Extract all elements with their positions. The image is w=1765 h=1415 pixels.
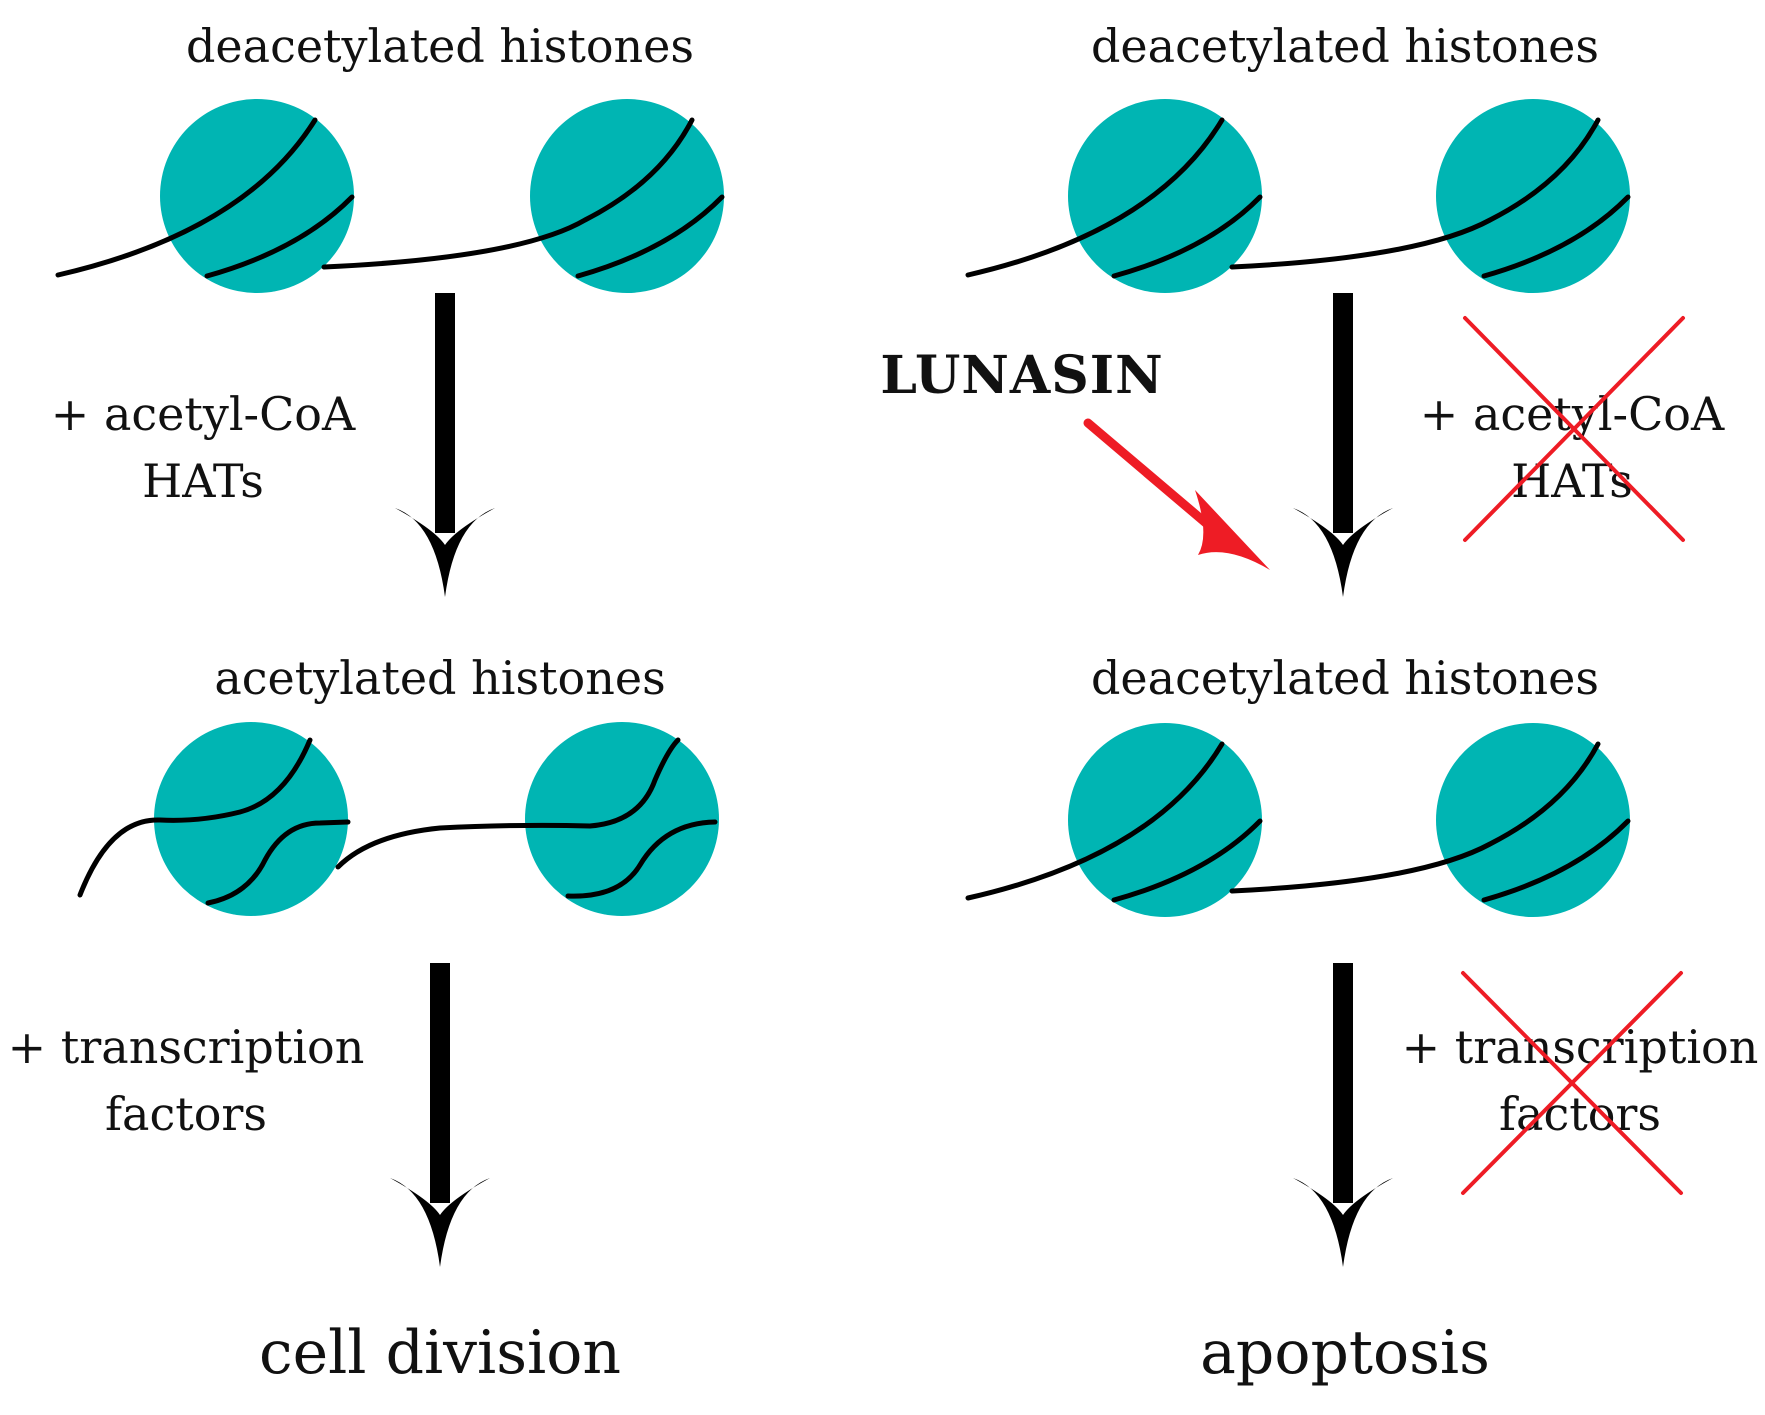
left-step1-line2: HATs xyxy=(142,454,264,508)
dna-linker xyxy=(321,117,695,270)
left-step2-line1: + transcription xyxy=(8,1020,365,1074)
dna-linker xyxy=(1229,117,1601,270)
dna-strand xyxy=(965,741,1225,901)
right-step1-blocked: + acetyl-CoA HATs xyxy=(1420,316,1725,542)
right-middle-label: deacetylated histones xyxy=(1091,651,1599,705)
right-middle-chromatin xyxy=(965,723,1631,917)
left-step2-line2: factors xyxy=(105,1087,267,1141)
dna-strand-wavy xyxy=(565,819,718,899)
blocked-cross-icon xyxy=(1463,316,1685,542)
left-middle-label: acetylated histones xyxy=(214,651,665,705)
dna-strand xyxy=(1481,818,1631,903)
right-arrow-2 xyxy=(1293,963,1393,1267)
right-outcome: apoptosis xyxy=(1200,1318,1490,1388)
dna-linker-wavy xyxy=(335,737,681,870)
dna-strand xyxy=(1111,194,1263,279)
left-top-label: deacetylated histones xyxy=(186,19,694,73)
dna-strand xyxy=(55,117,318,278)
left-top-chromatin xyxy=(55,99,725,293)
left-step1-line1: + acetyl-CoA xyxy=(51,387,356,441)
nucleosome xyxy=(154,722,348,916)
dna-strand xyxy=(1111,818,1263,903)
blocked-cross-icon xyxy=(1461,971,1683,1195)
dna-strand xyxy=(1481,194,1631,279)
right-arrow-1 xyxy=(1293,293,1393,597)
nucleosome xyxy=(1068,99,1262,293)
right-step2-line1: + transcription xyxy=(1402,1020,1759,1074)
right-step2-blocked: + transcription factors xyxy=(1402,971,1759,1195)
dna-strand xyxy=(965,117,1225,278)
dna-strand-wavy xyxy=(77,737,313,898)
nucleosome xyxy=(1068,723,1262,917)
right-top-label: deacetylated histones xyxy=(1091,19,1599,73)
nucleosome xyxy=(160,99,354,293)
dna-strand xyxy=(575,194,725,279)
left-arrow-2 xyxy=(390,963,490,1267)
right-step1-line2: HATs xyxy=(1511,454,1633,508)
left-middle-chromatin xyxy=(77,722,719,916)
lunasin-label: LUNASIN xyxy=(880,345,1163,406)
dna-linker xyxy=(1229,741,1601,894)
left-outcome: cell division xyxy=(259,1318,621,1388)
dna-strand-wavy xyxy=(205,819,351,906)
dna-strand xyxy=(204,194,355,279)
right-top-chromatin xyxy=(965,99,1631,293)
left-arrow-1 xyxy=(395,293,495,597)
lunasin-arrow xyxy=(1083,418,1270,570)
